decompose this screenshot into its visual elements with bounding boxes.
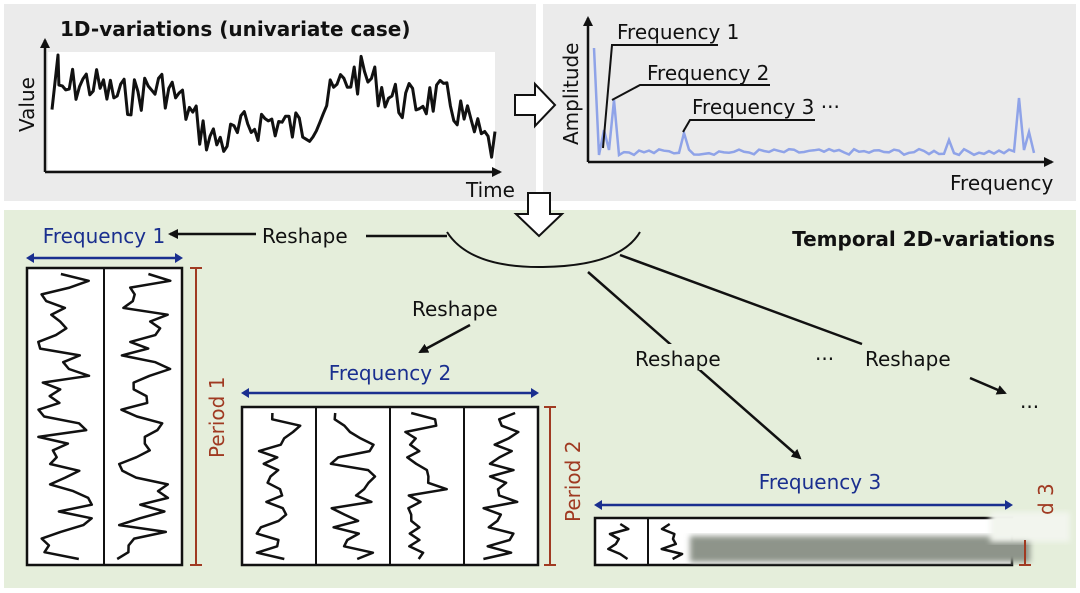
blurred-overlay-top bbox=[990, 512, 1070, 542]
panel-spectrum bbox=[543, 4, 1076, 201]
wave-column bbox=[660, 522, 684, 561]
leader-frequency-2 bbox=[611, 84, 770, 101]
reshape-label-1: Reshape bbox=[262, 224, 348, 248]
ellipsis-middle: ··· bbox=[815, 347, 834, 371]
reshape-line-4 bbox=[619, 253, 863, 346]
time-series-line bbox=[50, 53, 497, 159]
reshape-arrow-2 bbox=[418, 323, 471, 354]
title-2d: Temporal 2D-variations bbox=[792, 227, 1055, 251]
period-1-label: Period 1 bbox=[205, 377, 229, 458]
grid-1-waves bbox=[37, 272, 172, 561]
annotation-frequency-1: Frequency 1 bbox=[617, 20, 739, 44]
frequency-2-label: Frequency 2 bbox=[329, 361, 451, 385]
split-bowl bbox=[446, 231, 641, 269]
wave-column bbox=[116, 272, 172, 561]
reshape-label-3: Reshape bbox=[635, 347, 721, 371]
annotation-frequency-2: Frequency 2 bbox=[647, 61, 769, 85]
wave-column bbox=[482, 411, 520, 561]
y-label-value: Value bbox=[15, 77, 39, 132]
leader-frequency-3 bbox=[682, 119, 815, 133]
reshape-label-2: Reshape bbox=[412, 297, 498, 321]
plot-area bbox=[48, 52, 495, 170]
period-2-label: Period 2 bbox=[561, 441, 585, 522]
reshape-label-4: Reshape bbox=[865, 347, 951, 371]
right-arrow-icon bbox=[514, 81, 557, 129]
wave-column bbox=[329, 412, 377, 561]
period-3-label: d 3 bbox=[1034, 483, 1058, 515]
x-label-frequency: Frequency bbox=[950, 171, 1053, 195]
leader-frequency-1 bbox=[602, 44, 718, 149]
label-backdrop bbox=[632, 344, 736, 370]
y-label-amplitude: Amplitude bbox=[559, 43, 583, 146]
x-label-time: Time bbox=[465, 178, 515, 202]
wave-column bbox=[255, 412, 302, 561]
blurred-overlay bbox=[690, 536, 1030, 562]
frequency-1-label: Frequency 1 bbox=[43, 224, 165, 248]
grid-3-waves bbox=[607, 522, 684, 561]
grid-2-waves bbox=[255, 411, 520, 561]
down-arrow-icon bbox=[513, 192, 565, 238]
spectrum-line bbox=[592, 47, 1036, 158]
frequency-3-label: Frequency 3 bbox=[759, 470, 881, 494]
annotation-frequency-3: Frequency 3 ··· bbox=[692, 95, 840, 119]
reshape-arrow-4 bbox=[969, 376, 1007, 395]
wave-column bbox=[404, 411, 448, 560]
wave-column bbox=[607, 522, 630, 561]
title-1d: 1D-variations (univariate case) bbox=[60, 17, 410, 41]
wave-column bbox=[37, 272, 94, 561]
ellipsis-right: ··· bbox=[1020, 395, 1039, 419]
